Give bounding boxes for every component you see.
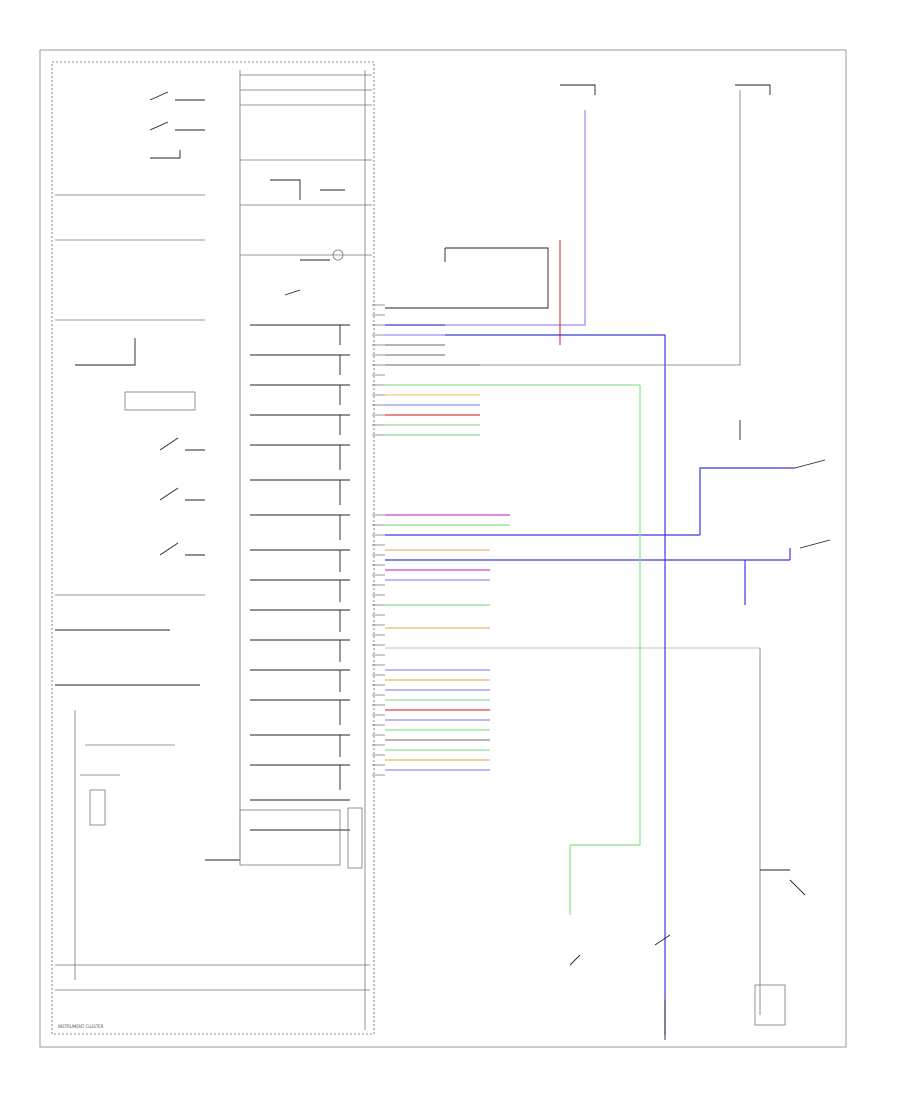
cluster-left-components xyxy=(55,70,372,1030)
trunk-wires xyxy=(385,90,795,1035)
diagram-title: INSTRUMENT CLUSTER xyxy=(58,1024,104,1029)
diagram-frame xyxy=(39,49,847,1048)
connector-pins xyxy=(372,304,385,776)
upper-wire-group xyxy=(385,324,640,436)
instrument-cluster-boundary xyxy=(51,61,375,1035)
lower-wire-group xyxy=(385,514,790,771)
cluster-lamp-column xyxy=(239,179,363,869)
right-components xyxy=(560,84,831,1040)
